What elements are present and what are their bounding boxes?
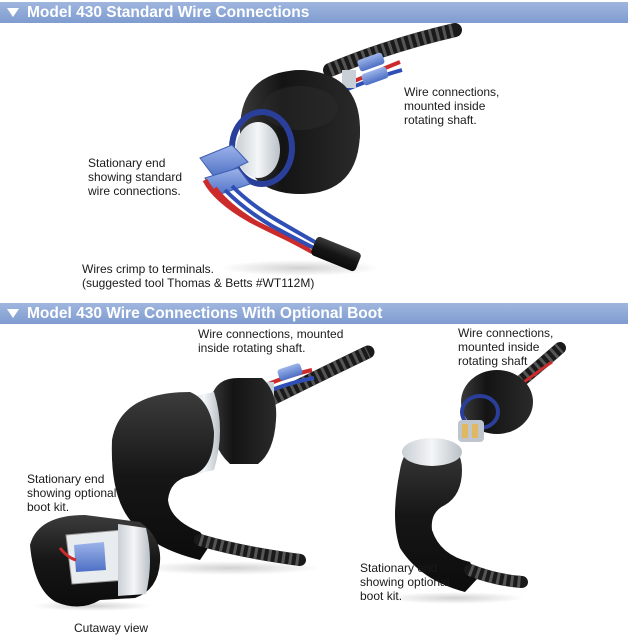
section-title: Model 430 Wire Connections With Optional…	[27, 305, 383, 322]
label-wire-connections-right: Wire connections, mounted inside rotatin…	[458, 326, 554, 368]
label-stationary-end-left: Stationary end showing optional boot kit…	[27, 472, 117, 514]
section-header-standard[interactable]: Model 430 Standard Wire Connections	[0, 2, 628, 23]
collapse-triangle-icon[interactable]	[7, 8, 19, 17]
label-stationary-end-right: Stationary end showing optional boot kit…	[360, 561, 450, 603]
slip-ring-boot-image-left	[111, 345, 375, 575]
section-title: Model 430 Standard Wire Connections	[27, 4, 310, 21]
label-wire-connections-left: Wire connections, mounted inside rotatin…	[198, 327, 344, 355]
slip-ring-boot-image-right	[385, 342, 566, 604]
label-cutaway-view: Cutaway view	[74, 621, 149, 635]
slip-ring-standard-image	[199, 23, 462, 276]
label-wires-crimp: Wires crimp to terminals. (suggested too…	[82, 262, 315, 290]
label-stationary-end: Stationary end showing standard wire con…	[88, 156, 183, 198]
section-header-optional-boot[interactable]: Model 430 Wire Connections With Optional…	[0, 303, 628, 324]
cutaway-view-image	[30, 515, 161, 611]
collapse-triangle-icon[interactable]	[7, 309, 19, 318]
label-wire-connections: Wire connections, mounted inside rotatin…	[404, 85, 500, 127]
